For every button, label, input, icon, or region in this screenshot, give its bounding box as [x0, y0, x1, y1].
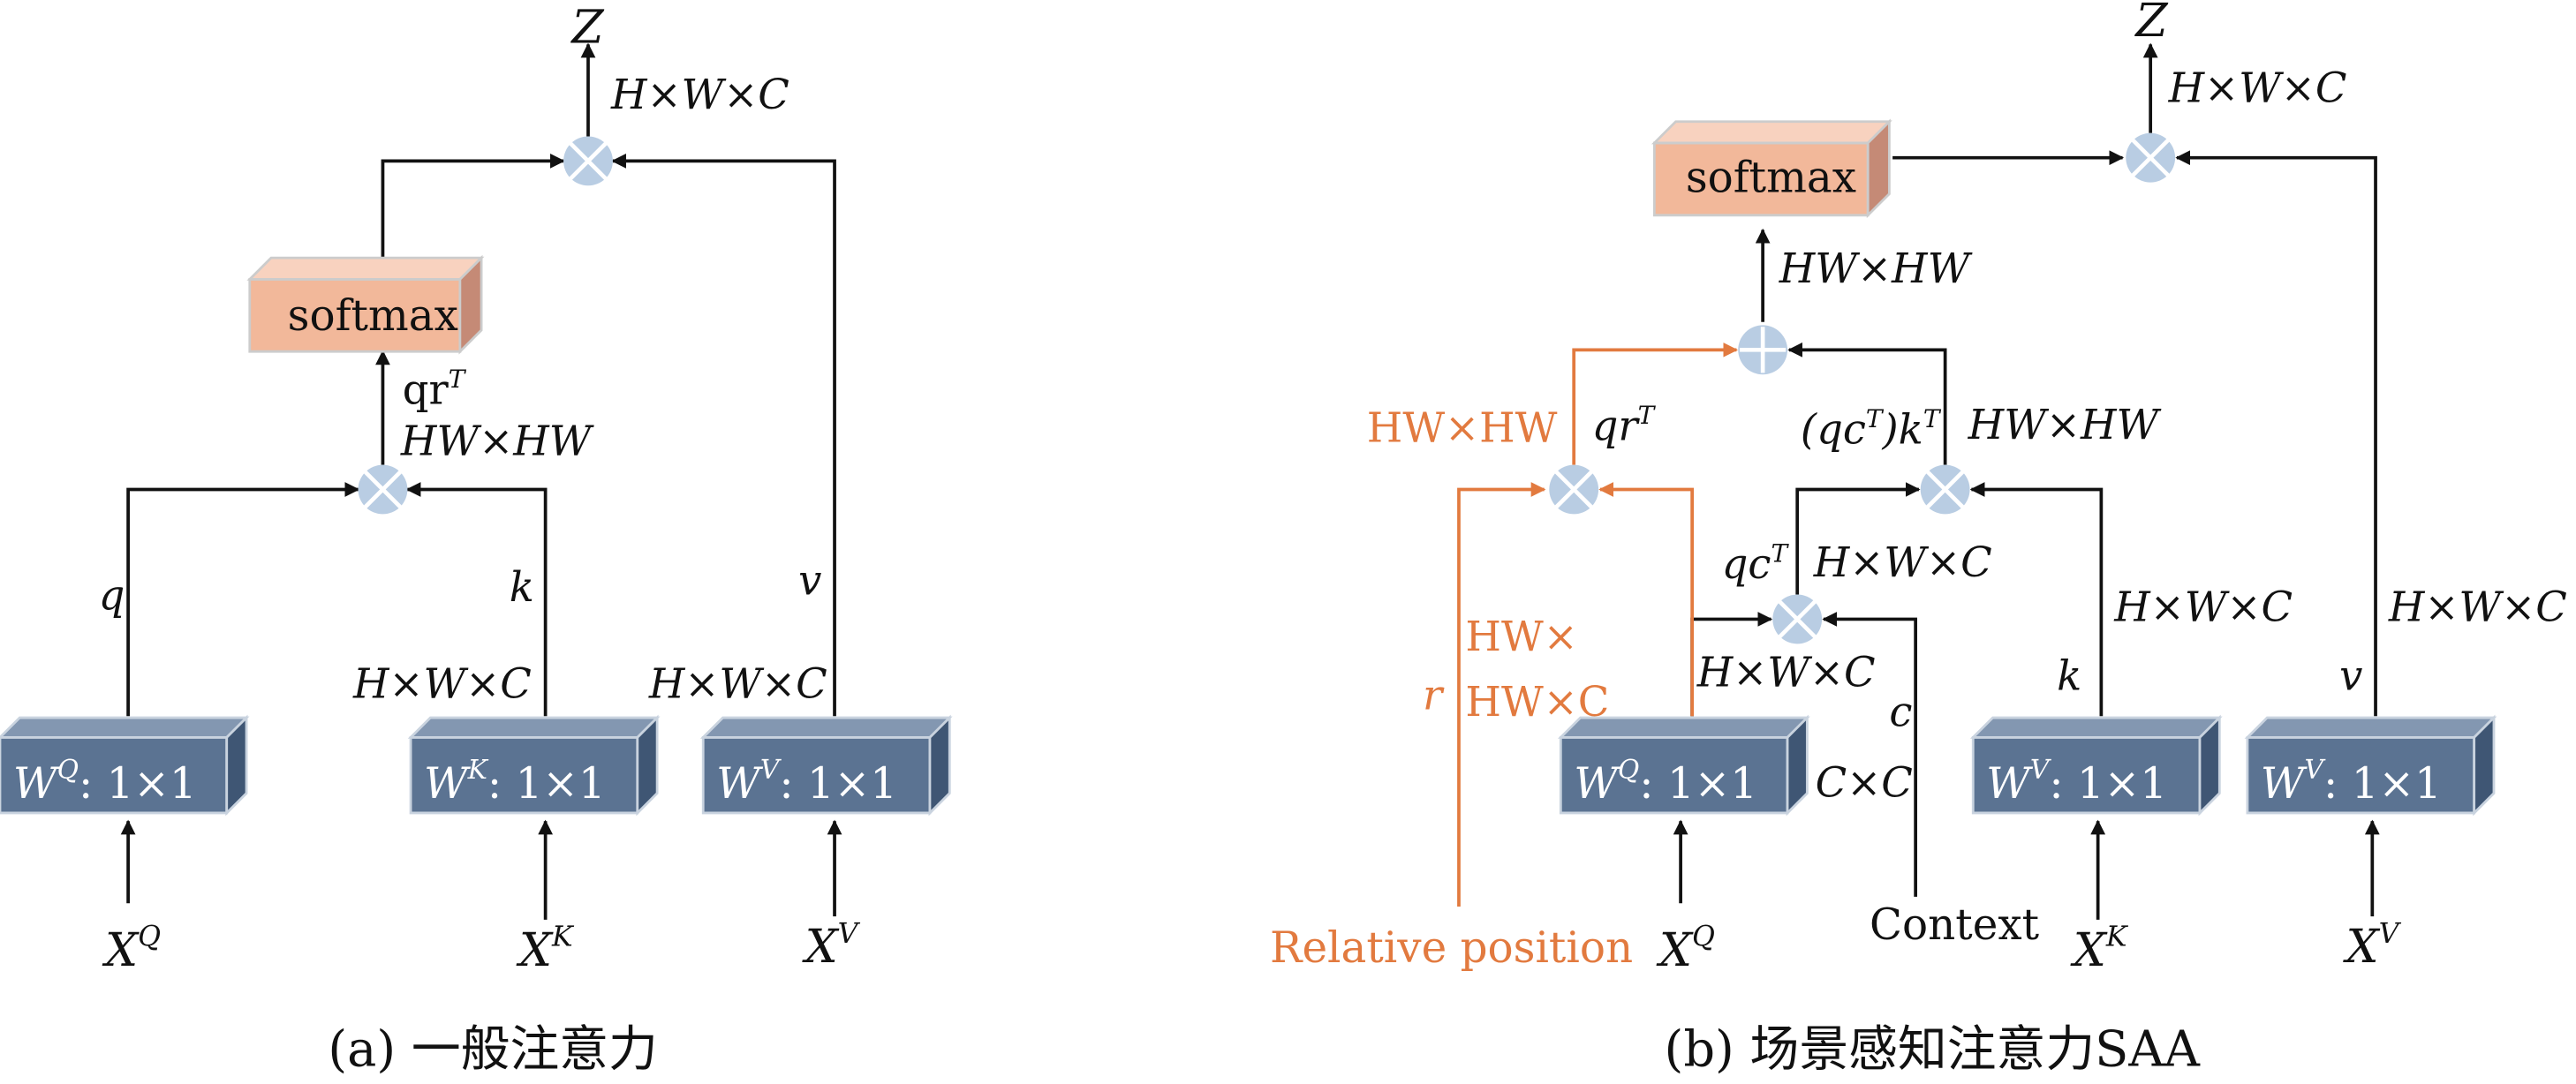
qr-label-b: qrT [1592, 401, 1657, 450]
hwhw-orange-label: HW×HW [1367, 404, 1558, 452]
wk-block-b: WV: 1×1 [1971, 716, 2221, 815]
relative-position-label: Relative position [1270, 923, 1633, 973]
wv-label: W [716, 759, 763, 809]
wk-rest-b: : 1×1 [2049, 759, 2167, 809]
edge-wq-to-qr [1598, 482, 1695, 717]
edge-qc-to-qck [1795, 482, 1921, 595]
caption-b: (b) 场景感知注意力SAA [1665, 1020, 2201, 1078]
edge-k-to-qck [1969, 482, 2104, 717]
wv-label-b: W [2261, 759, 2308, 809]
hwhw-right-label: HW×HW [1968, 401, 2162, 448]
wq-block: WQ: 1×1 [0, 716, 248, 815]
wk-block: WK: 1×1 [409, 716, 659, 815]
wk-rest: : 1×1 [487, 759, 606, 809]
caption-a: (a) 一般注意力 [328, 1020, 658, 1078]
wq-rest: : 1×1 [79, 759, 197, 809]
z-dim-label: H×W×C [610, 71, 789, 118]
z-dim-label-b: H×W×C [2168, 64, 2347, 111]
multiply-node-qr [1549, 464, 1599, 515]
q-label: q [99, 571, 125, 619]
wq-label: W [13, 759, 60, 809]
k-label-b: k [2057, 651, 2081, 699]
v-dim-label-b: H×W×C [2388, 583, 2567, 630]
multiply-node-top [563, 136, 613, 186]
edge-k-to-mult [405, 482, 548, 717]
wv-sup-b: V [2305, 755, 2327, 786]
softmax-box: softmax [246, 254, 485, 355]
k-dim-label: H×W×C [352, 660, 532, 708]
c-label: c [1889, 688, 1912, 735]
softmax-label: softmax [288, 291, 458, 341]
wv-sup: V [760, 755, 782, 786]
wk-label: W [424, 759, 471, 809]
edge-qr-to-add [1572, 342, 1739, 465]
svg-text:WV: 1×1: WV: 1×1 [1986, 755, 2167, 809]
wv-block: WV: 1×1 [701, 716, 951, 815]
wv-rest: : 1×1 [779, 759, 897, 809]
xk-label-b: XK [2070, 922, 2129, 977]
wv-rest-b: : 1×1 [2323, 759, 2442, 809]
multiply-node-out [2126, 132, 2176, 183]
multiply-node-qk [358, 464, 408, 515]
edge-softmax-to-out [381, 154, 565, 260]
xk-label: XK [516, 922, 575, 977]
edge-context-to-qc [1822, 612, 1918, 897]
xq-label-b: XQ [1656, 922, 1715, 977]
panel-a: softmax WQ: 1×1 WK: 1×1 WV: 1×1 Z H×W×C … [0, 1, 951, 1078]
z-label-b: Z [2134, 0, 2168, 48]
svg-text:WV: 1×1: WV: 1×1 [2261, 755, 2442, 809]
multiply-node-qc [1772, 594, 1823, 644]
r-label: r [1423, 672, 1445, 719]
svg-text:WQ: 1×1: WQ: 1×1 [13, 755, 197, 809]
qck-label: (qcT)kT [1801, 404, 1942, 454]
hwhw-label: HW×HW [400, 417, 594, 464]
z-label: Z [570, 1, 604, 54]
svg-text:WQ: 1×1: WQ: 1×1 [1574, 755, 1757, 809]
v-label: v [798, 557, 821, 605]
multiply-node-qck [1920, 464, 1970, 515]
edge-v-to-out [2175, 150, 2377, 717]
hwhw-top-label: HW×HW [1779, 245, 1973, 292]
wk-sup: K [467, 755, 489, 786]
xv-label: XV [802, 918, 861, 974]
xv-label-b: XV [2343, 918, 2402, 974]
wq-rest-b: : 1×1 [1639, 759, 1757, 809]
wv-block-b: WV: 1×1 [2246, 716, 2496, 815]
v-dim-label: H×W×C [648, 660, 827, 708]
wk-label-b: W [1986, 759, 2033, 809]
wk-sup-b: V [2030, 755, 2052, 786]
softmax-label-b: softmax [1686, 154, 1856, 203]
qc-label: qcT [1722, 538, 1790, 588]
wq-label-b: W [1574, 759, 1620, 809]
edge-q-to-mult [126, 482, 360, 717]
add-node [1738, 325, 1788, 375]
qc-dim-label: H×W×C [1813, 538, 1992, 586]
context-label: Context [1870, 900, 2040, 950]
xq-label: XQ [102, 922, 161, 977]
wq-sup: Q [57, 755, 79, 786]
k-dim-label-b: H×W×C [2113, 583, 2293, 630]
edge-v-to-out [611, 154, 836, 717]
hwc-orange-label-1: HW× [1465, 613, 1577, 660]
hwc-orange-label-2: HW×C [1465, 678, 1609, 726]
k-label: k [510, 563, 534, 611]
edge-relpos-to-qr [1457, 482, 1546, 907]
softmax-box-b: softmax [1651, 118, 1892, 219]
edge-qck-to-add [1787, 342, 1947, 465]
svg-text:WK: 1×1: WK: 1×1 [424, 755, 606, 809]
qr-label: qrT [403, 365, 467, 414]
v-label-b: v [2339, 651, 2362, 699]
panel-b: softmax WQ: 1×1 WV: 1×1 WV: 1×1 Z H×W×C … [1270, 0, 2567, 1078]
wq-block-b: WQ: 1×1 [1559, 716, 1809, 815]
q-dim-label-b: H×W×C [1696, 649, 1876, 696]
cc-label: C×C [1816, 758, 1913, 806]
wq-sup-b: Q [1618, 755, 1639, 786]
svg-text:WV: 1×1: WV: 1×1 [716, 755, 897, 809]
